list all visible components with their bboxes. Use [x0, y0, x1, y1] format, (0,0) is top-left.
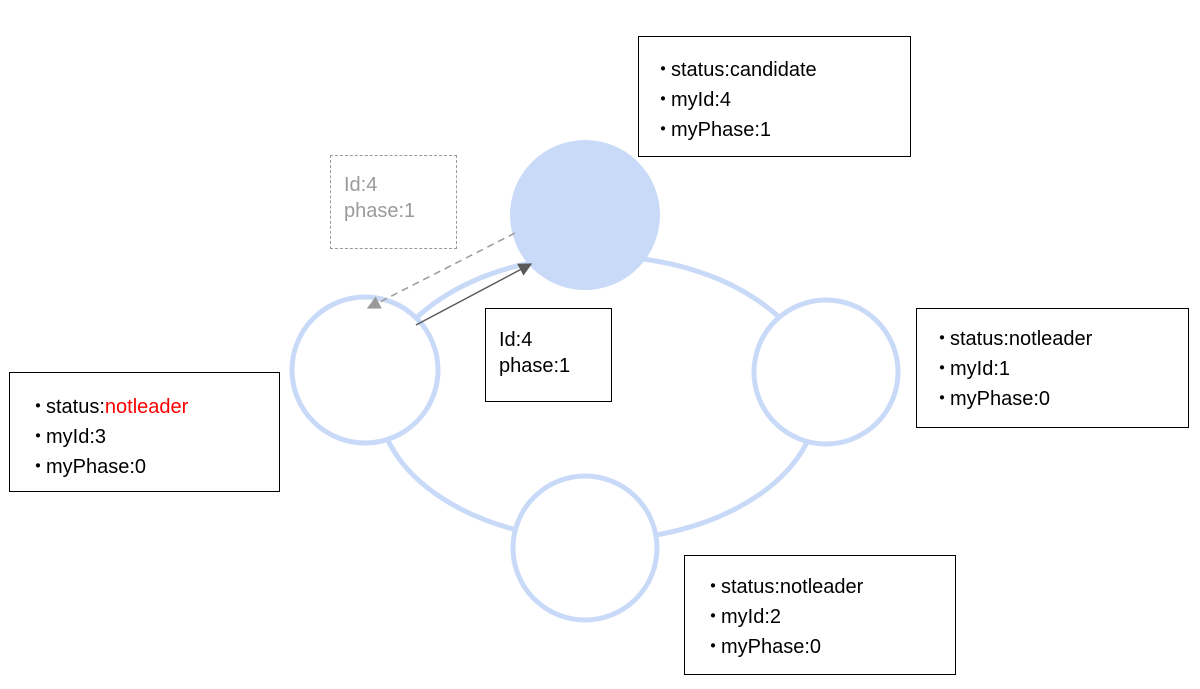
status-value: notleader	[779, 576, 864, 598]
node-left-circle	[289, 294, 441, 446]
node-bottom-myid: ・myId:2	[703, 602, 955, 632]
bullet: ・	[653, 119, 673, 141]
status-value-highlighted: notleader	[104, 396, 189, 418]
bullet: ・	[703, 636, 723, 658]
node-bottom-myphase: ・myPhase:0	[703, 632, 955, 662]
bullet: ・	[653, 89, 673, 111]
returned-message-arrow	[366, 232, 516, 309]
status-value: candidate	[729, 59, 817, 81]
node-top-myphase: ・myPhase:1	[653, 115, 910, 145]
bullet: ・	[28, 426, 48, 448]
status-value: notleader	[1008, 328, 1093, 350]
node-right-myid: ・myId:1	[932, 354, 1188, 384]
node-top-myid: ・myId:4	[653, 85, 910, 115]
bullet: ・	[703, 576, 723, 598]
bullet: ・	[932, 328, 952, 350]
node-bottom-circle	[510, 473, 660, 623]
bullet: ・	[932, 388, 952, 410]
sent-message-id: Id:4	[499, 329, 533, 351]
node-right-state-box: ・status:notleader ・myId:1 ・myPhase:0	[916, 308, 1189, 428]
bullet: ・	[28, 396, 48, 418]
node-right-circle	[751, 297, 901, 447]
node-top-state-box: ・status:candidate ・myId:4 ・myPhase:1	[638, 36, 911, 157]
bullet: ・	[653, 59, 673, 81]
node-right-myphase: ・myPhase:0	[932, 384, 1188, 414]
returned-message-box: Id:4 phase:1	[330, 155, 457, 249]
sent-message-box: Id:4 phase:1	[485, 308, 612, 402]
node-left-myphase: ・myPhase:0	[28, 452, 279, 482]
node-right-status: ・status:notleader	[932, 324, 1188, 354]
node-left-myid: ・myId:3	[28, 422, 279, 452]
returned-message-phase: phase:1	[344, 200, 416, 222]
sent-message-phase: phase:1	[499, 355, 571, 377]
node-bottom-state-box: ・status:notleader ・myId:2 ・myPhase:0	[684, 555, 956, 675]
bullet: ・	[932, 358, 952, 380]
bullet: ・	[703, 606, 723, 628]
node-left-status: ・status:notleader	[28, 392, 279, 422]
bullet: ・	[28, 456, 48, 478]
sent-message-arrow	[415, 263, 533, 326]
node-left-state-box: ・status:notleader ・myId:3 ・myPhase:0	[9, 372, 280, 492]
returned-message-id: Id:4	[344, 174, 378, 196]
node-top-status: ・status:candidate	[653, 55, 910, 85]
node-top-circle	[510, 140, 660, 290]
node-bottom-status: ・status:notleader	[703, 572, 955, 602]
